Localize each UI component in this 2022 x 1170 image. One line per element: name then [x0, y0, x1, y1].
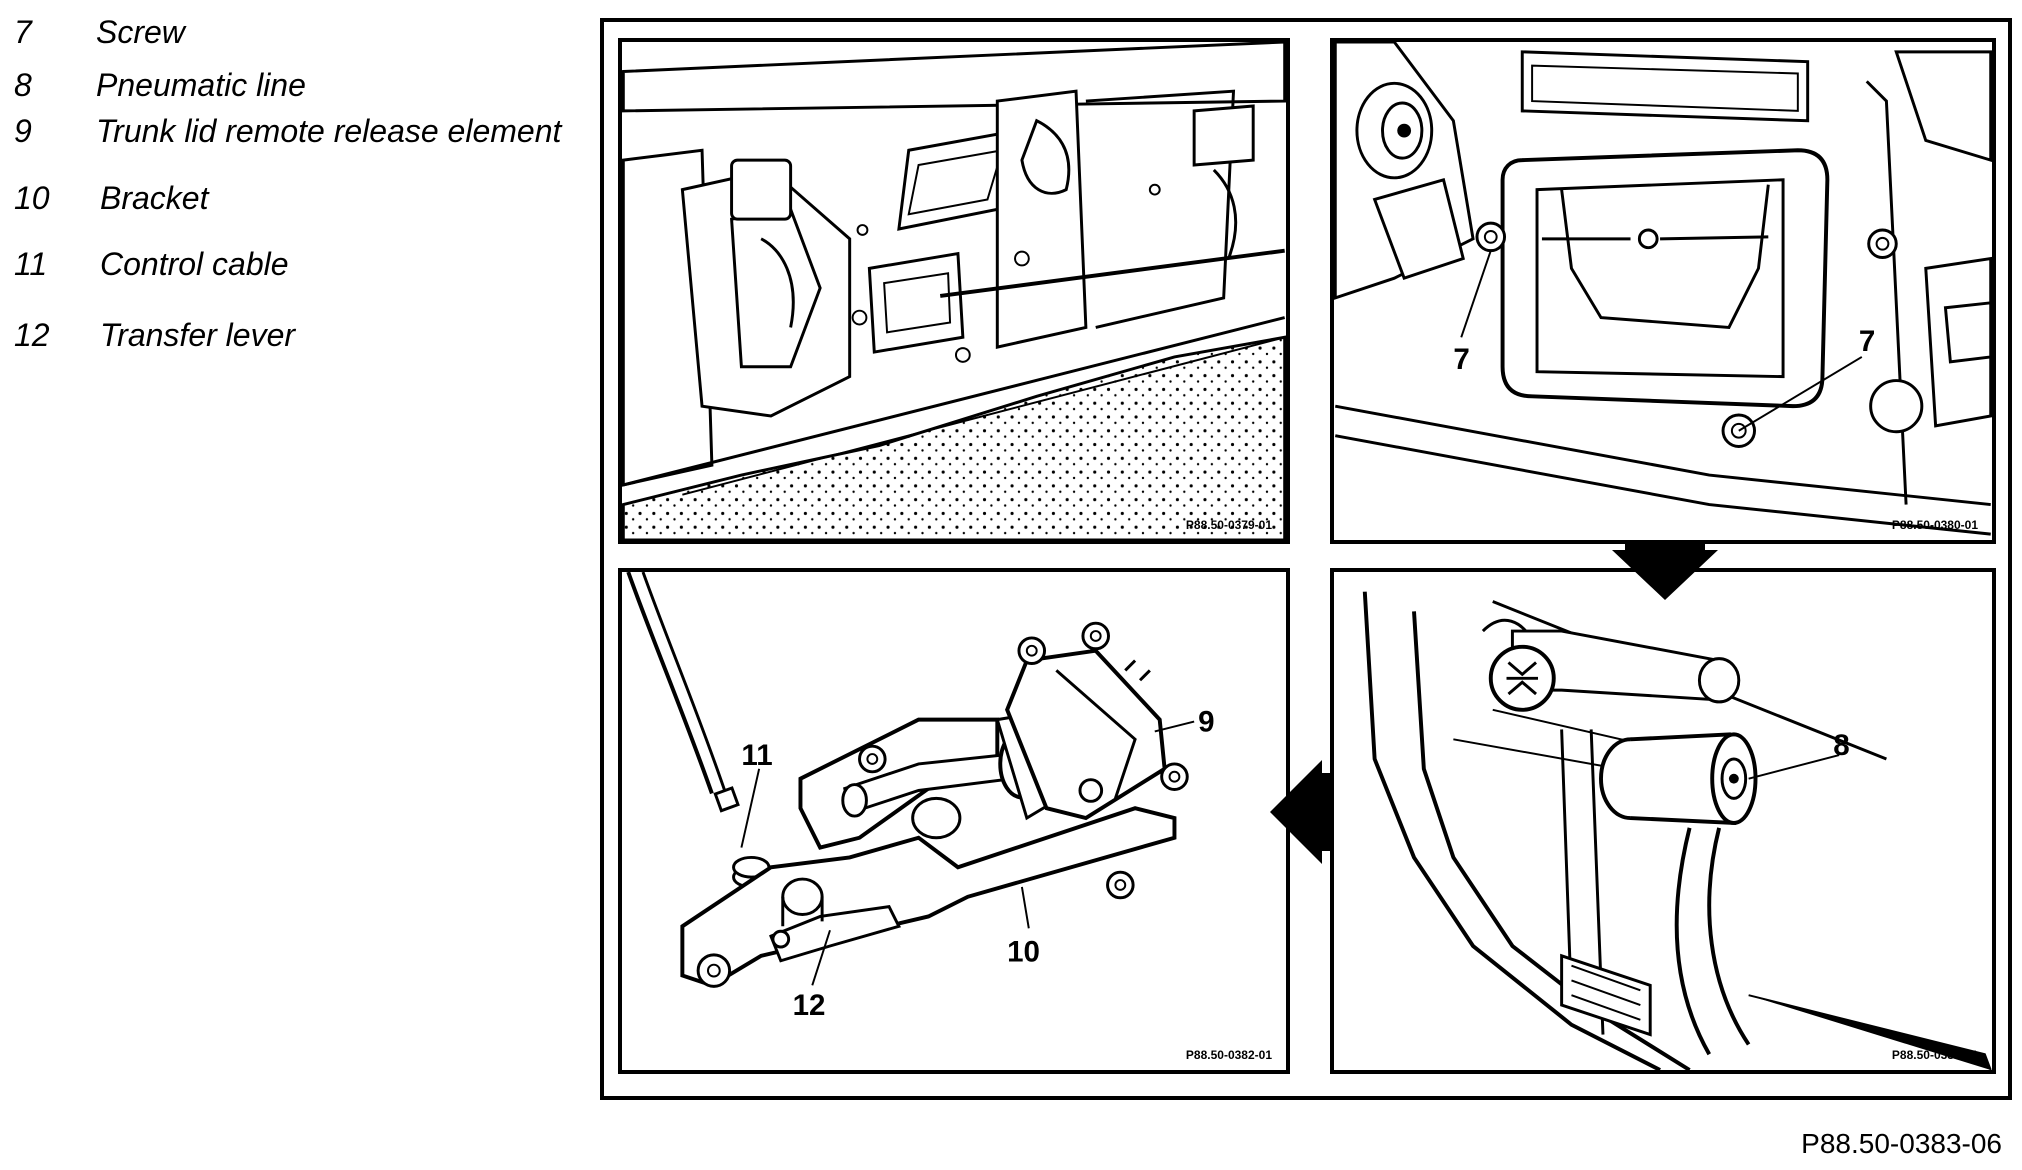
callout-9: 9	[1198, 705, 1214, 738]
legend-label: Pneumatic line	[96, 67, 306, 103]
figure-frame	[600, 18, 2012, 1100]
legend-number: 7	[14, 14, 32, 50]
panel-bottom-left: 9 11 10 12 P88.50-0382-01	[618, 568, 1290, 1074]
screw-location-drawing: 7 7	[1334, 42, 1992, 536]
release-element-assembly-drawing: 9 11 10 12	[626, 572, 1215, 1022]
pneumatic-line-drawing: 8	[1362, 591, 1992, 1070]
callout-10: 10	[1007, 936, 1040, 969]
figure-code: P88.50-0383-06	[1801, 1128, 2002, 1159]
callout-8: 8	[1833, 729, 1849, 762]
legend-label: Screw	[96, 14, 185, 50]
callout-11: 11	[741, 739, 772, 772]
panel-code: P88.50-0380-01	[1891, 518, 1978, 532]
arrow-left-icon	[1270, 760, 1332, 864]
legend-number: 11	[14, 246, 48, 282]
legend-number: 8	[14, 67, 32, 103]
panel-top-left: P88.50-0379-01	[618, 38, 1290, 544]
legend-label: Transfer lever	[100, 317, 296, 353]
trunk-lid-overview-drawing	[622, 42, 1286, 540]
legend-number: 12	[14, 317, 50, 353]
callout-7-right: 7	[1859, 325, 1875, 358]
panel-code: P88.50-0382-01	[1185, 1048, 1272, 1062]
callout-12: 12	[793, 989, 826, 1022]
panel-top-right: 7 7 P88.50-0380-01	[1330, 38, 1996, 544]
legend-number: 10	[14, 180, 50, 216]
panel-code: P88.50-0381-01	[1891, 1048, 1978, 1062]
panel-code: P88.50-0379-01	[1185, 518, 1272, 532]
legend-label: Control cable	[100, 246, 289, 282]
callout-7-left: 7	[1453, 343, 1469, 376]
legend-label: Trunk lid remote release element	[96, 113, 562, 149]
arrow-down-icon	[1612, 540, 1718, 600]
panel-bottom-right: 8 P88.50-0381-01	[1330, 568, 1996, 1074]
legend-number: 9	[14, 113, 32, 149]
legend-label: Bracket	[100, 180, 209, 216]
